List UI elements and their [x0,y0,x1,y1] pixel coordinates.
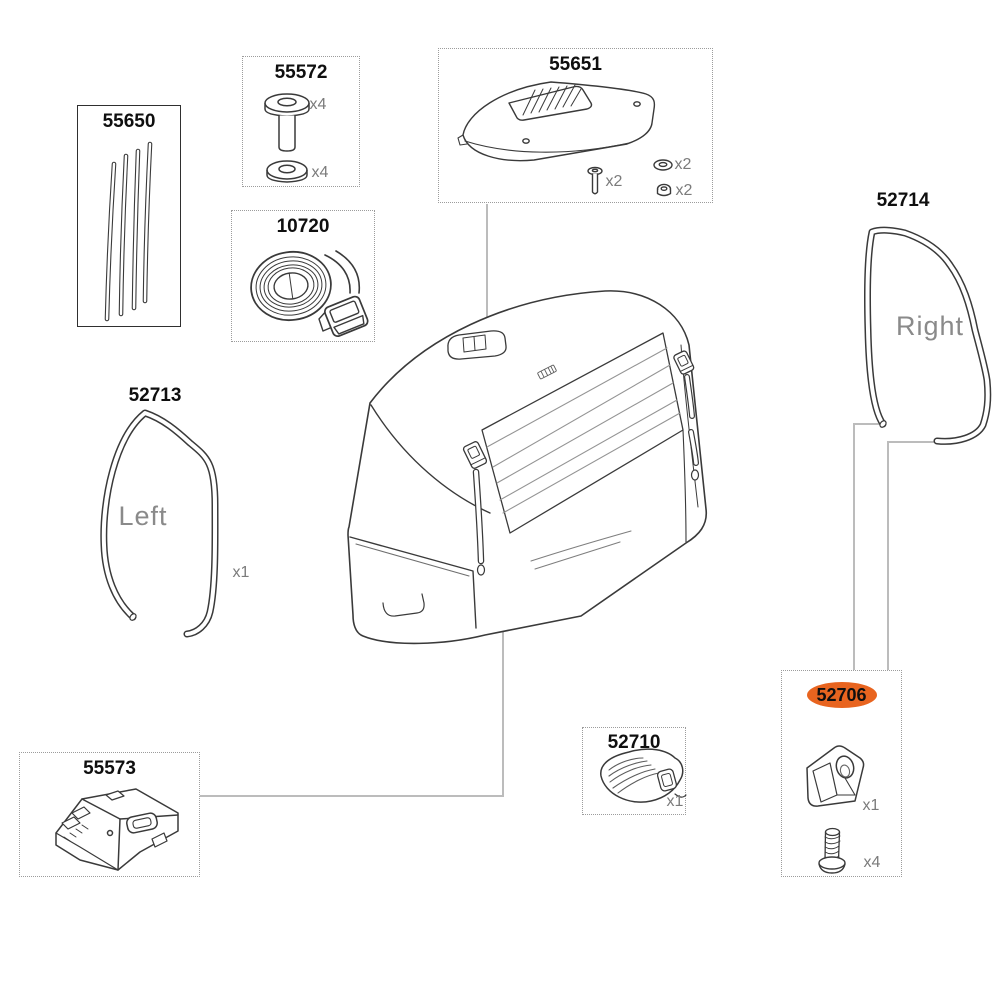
side-label-right: Right [895,311,965,341]
qty-label: x4 [863,854,881,871]
rods-illustration [104,141,153,322]
part-box-52710: 52710 x1 [582,727,687,815]
part-box-52706: 52706 x1 x4 [781,670,902,877]
bolt-washer-illustration [264,93,310,183]
callout-line [887,441,889,670]
qty-label: x2 [675,182,693,199]
part-number-label: 10720 [276,216,330,237]
part-number-label: 55573 [83,758,136,779]
right-frame-illustration [863,226,992,445]
part-number-label: 52710 [607,732,661,753]
callout-line [853,423,884,425]
highlight-ellipse [807,682,877,708]
part-number-label: 52714 [876,190,930,211]
qty-label: x4 [311,164,329,181]
qty-label: x2 [674,156,692,173]
callout-line [486,204,488,324]
part-box-55572: 55572 x4 x4 [242,56,360,187]
left-frame-illustration [100,409,219,638]
qty-label: x1 [862,797,880,814]
part-box-10720: 10720 [231,210,375,342]
callout-line [502,610,504,796]
side-label-left: Left [118,501,168,531]
lid-illustration [457,81,673,197]
part-box-55573: 55573 [19,752,200,877]
qty-label: x2 [605,173,623,190]
qty-label: x4 [309,96,327,113]
part-box-55651: 55651 [438,48,713,203]
knob-illustration [600,748,687,803]
part-number-label: 55572 [274,62,328,83]
qty-label: x1 [666,793,684,810]
qty-label: x1 [232,564,250,581]
part-number-label: 55651 [549,54,602,75]
callout-line [853,423,855,670]
callout-line [887,441,936,443]
part-number-label: 52706 [816,685,867,705]
bracket-illustration [55,788,179,871]
part-number-label: 52713 [128,385,182,406]
part-box-55650: 55650 [77,105,181,327]
corner-bracket-illustration [806,745,865,874]
cargo-box-illustration [347,290,708,645]
strap-illustration [250,250,369,337]
part-number-label: 55650 [102,111,156,132]
callout-line [200,795,504,797]
